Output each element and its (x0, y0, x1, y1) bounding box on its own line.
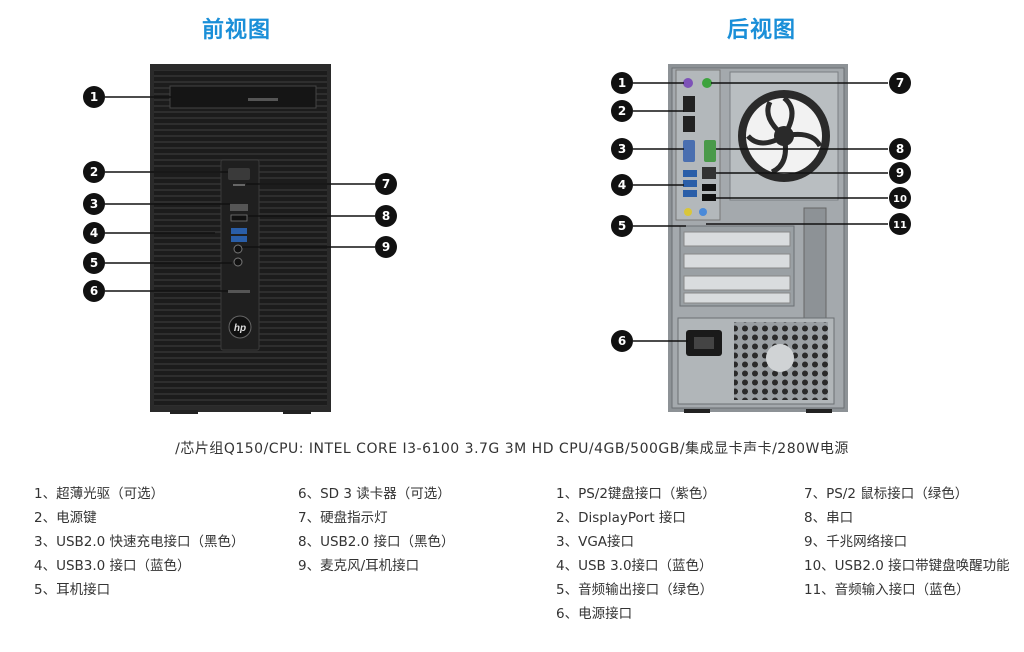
sd-slot (230, 204, 248, 211)
back-callout-6: 6 (611, 330, 633, 352)
svg-text:1: 1 (90, 90, 98, 104)
back-leader-lines (633, 82, 888, 342)
back-callout-5: 5 (611, 215, 633, 237)
legend-item: 9、麦克风/耳机接口 (298, 558, 420, 574)
svg-text:8: 8 (896, 142, 904, 156)
legend-front-col-2: 6、SD 3 读卡器（可选） 7、硬盘指示灯 8、USB2.0 接口（黑色） 9… (298, 482, 455, 578)
svg-text:7: 7 (382, 177, 390, 191)
svg-text:3: 3 (618, 142, 626, 156)
legend-item: 2、DisplayPort 接口 (556, 510, 686, 526)
front-callout-1: 1 (83, 86, 105, 108)
back-callout-4: 4 (611, 174, 633, 196)
ps2-mouse-port (702, 78, 712, 88)
svg-text:5: 5 (90, 256, 98, 270)
front-callout-6: 6 (83, 280, 105, 302)
hp-logo (228, 315, 252, 339)
back-callout-11: 11 (889, 213, 911, 235)
svg-text:9: 9 (896, 166, 904, 180)
legend-item: 4、USB 3.0接口（蓝色） (556, 558, 713, 574)
serial-port (704, 140, 716, 162)
front-view-title: 前视图 (202, 18, 272, 43)
spec-line: /芯片组Q150/CPU: INTEL CORE I3-6100 3.7G 3M… (175, 441, 849, 457)
back-callout-7: 7 (889, 72, 911, 94)
svg-text:6: 6 (618, 334, 626, 348)
hp-logo-text: hp (234, 323, 246, 334)
legend-item: 8、串口 (804, 510, 854, 526)
svg-text:5: 5 (618, 219, 626, 233)
svg-text:10: 10 (893, 194, 907, 205)
svg-text:11: 11 (893, 220, 907, 231)
back-callout-3: 3 (611, 138, 633, 160)
back-callout-1: 1 (611, 72, 633, 94)
legend-item: 11、音频输入接口（蓝色） (804, 582, 970, 598)
legend-item: 4、USB3.0 接口（蓝色） (34, 558, 191, 574)
legend-item: 3、USB2.0 快速充电接口（黑色） (34, 534, 245, 550)
legend-item: 6、电源接口 (556, 606, 633, 622)
svg-text:9: 9 (382, 240, 390, 254)
svg-text:4: 4 (90, 226, 98, 240)
vga-port (683, 140, 695, 162)
legend-back-col-2: 7、PS/2 鼠标接口（绿色） 8、串口 9、千兆网络接口 10、USB2.0 … (804, 482, 1010, 602)
legend-item: 8、USB2.0 接口（黑色） (298, 534, 455, 550)
optical-drive-bay (169, 85, 317, 109)
legend-back-col-1: 1、PS/2键盘接口（紫色） 2、DisplayPort 接口 3、VGA接口 … (556, 482, 716, 626)
legend-item: 5、耳机接口 (34, 582, 111, 598)
legend-item: 7、硬盘指示灯 (298, 510, 388, 526)
front-tower: hp (150, 64, 331, 414)
svg-text:8: 8 (382, 209, 390, 223)
svg-text:4: 4 (618, 178, 626, 192)
front-callout-9: 9 (375, 236, 397, 258)
back-callout-2: 2 (611, 100, 633, 122)
front-callout-7: 7 (375, 173, 397, 195)
legend-front-col-1: 1、超薄光驱（可选） 2、电源键 3、USB2.0 快速充电接口（黑色） 4、U… (34, 482, 245, 602)
svg-text:7: 7 (896, 76, 904, 90)
legend-item: 9、千兆网络接口 (804, 534, 908, 550)
front-leader-lines (105, 96, 375, 292)
back-callout-9: 9 (889, 162, 911, 184)
back-callout-8: 8 (889, 138, 911, 160)
front-callout-5: 5 (83, 252, 105, 274)
legend-item: 6、SD 3 读卡器（可选） (298, 486, 451, 502)
legend-item: 1、超薄光驱（可选） (34, 486, 165, 502)
back-view-title: 后视图 (727, 18, 797, 43)
legend-item: 3、VGA接口 (556, 534, 635, 550)
legend-item: 10、USB2.0 接口带键盘唤醒功能 (804, 558, 1010, 574)
legend-item: 2、电源键 (34, 510, 97, 526)
ethernet-port (702, 167, 716, 179)
svg-text:3: 3 (90, 197, 98, 211)
back-callout-10: 10 (889, 187, 911, 209)
front-callout-2: 2 (83, 161, 105, 183)
svg-text:6: 6 (90, 284, 98, 298)
ps2-keyboard-port (683, 78, 693, 88)
front-callout-3: 3 (83, 193, 105, 215)
svg-text:2: 2 (90, 165, 98, 179)
front-callout-4: 4 (83, 222, 105, 244)
back-tower (668, 64, 848, 413)
front-callout-8: 8 (375, 205, 397, 227)
legend-item: 7、PS/2 鼠标接口（绿色） (804, 486, 969, 502)
power-button (228, 168, 250, 180)
product-diagram: hp 1 2 3 4 5 6 7 8 9 (83, 64, 911, 414)
legend-item: 1、PS/2键盘接口（紫色） (556, 486, 716, 502)
svg-text:1: 1 (618, 76, 626, 90)
svg-text:2: 2 (618, 104, 626, 118)
legend-item: 5、音频输出接口（绿色） (556, 582, 714, 598)
